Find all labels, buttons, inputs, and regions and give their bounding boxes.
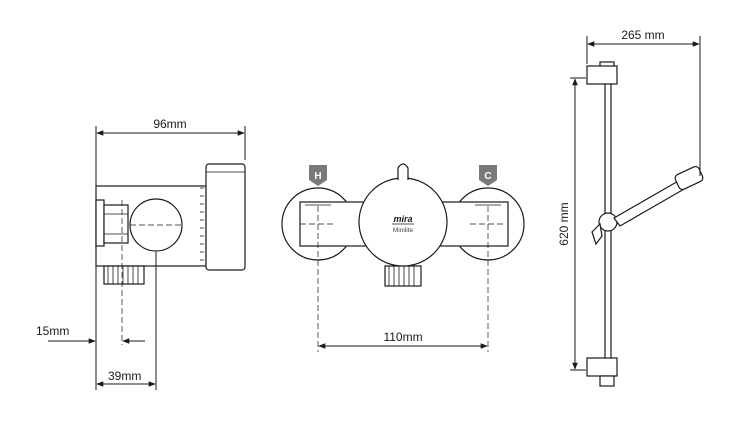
- wall-plate: [95, 199, 105, 247]
- dim-label-620mm: 620 mm: [557, 202, 571, 245]
- control-lever: [397, 163, 409, 180]
- handset-arm: [613, 179, 687, 227]
- outlet-thread-side: [103, 265, 145, 285]
- temperature-scale: [200, 187, 204, 261]
- side-knob: [129, 198, 183, 252]
- dim-label-265mm: 265 mm: [621, 28, 664, 42]
- cold-badge: C: [479, 165, 497, 186]
- dim-label-39mm: 39mm: [108, 369, 141, 383]
- bottom-bracket: [586, 357, 618, 377]
- top-bracket: [586, 65, 618, 85]
- inlet-nut: [103, 204, 129, 244]
- rail-slider: [598, 212, 618, 232]
- hose-connector: [591, 222, 603, 246]
- side-view: 96mm 15mm 39mm: [36, 117, 246, 390]
- outlet-thread-front: [384, 265, 422, 287]
- front-view: mira Minilite H C 110mm: [281, 163, 525, 352]
- dim-label-110mm: 110mm: [383, 330, 422, 344]
- dim-label-96mm: 96mm: [153, 117, 186, 131]
- cold-badge-label: C: [484, 171, 491, 182]
- hot-badge: H: [309, 165, 327, 186]
- handset-head: [674, 165, 704, 191]
- dim-label-15mm: 15mm: [36, 324, 69, 338]
- model-name: Minilite: [393, 227, 414, 234]
- control-housing: [205, 163, 246, 271]
- mira-logo: mira: [393, 214, 412, 224]
- hot-badge-label: H: [314, 171, 321, 182]
- shower-rail: 265 mm 620 mm: [557, 28, 704, 387]
- bottom-bracket-cap: [599, 375, 615, 387]
